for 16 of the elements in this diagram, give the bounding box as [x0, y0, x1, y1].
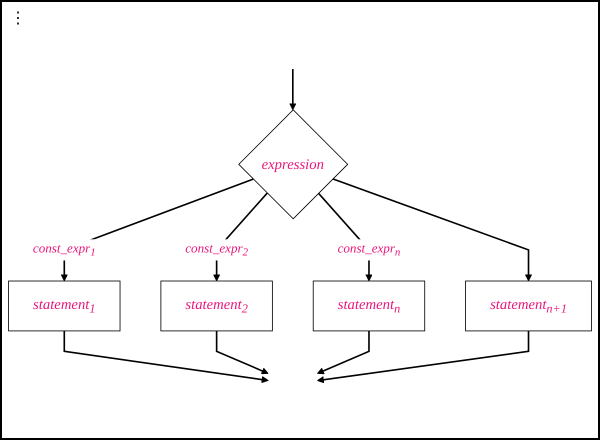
edge-label: const_expr$_{2}$	[185, 241, 248, 258]
edge-label: const_expr$_{1}$	[32, 241, 96, 258]
node-box: statement$_{2}$	[160, 280, 273, 331]
arrow	[216, 330, 269, 374]
node-box: statement$_{1}$	[8, 280, 120, 331]
arrow	[316, 330, 370, 374]
arrow	[63, 330, 269, 383]
node-box: statement$_{n}$	[312, 280, 426, 331]
arrow	[316, 330, 530, 383]
edge-label: const_expr$_{n}$	[338, 241, 400, 258]
arrow	[289, 68, 296, 110]
ellipsis-mark: ⋮	[10, 9, 26, 28]
arrow	[60, 178, 254, 281]
node-diamond: expression	[238, 108, 348, 219]
node-box: statement$_{n+1}$	[465, 280, 592, 331]
arrow	[332, 178, 532, 281]
